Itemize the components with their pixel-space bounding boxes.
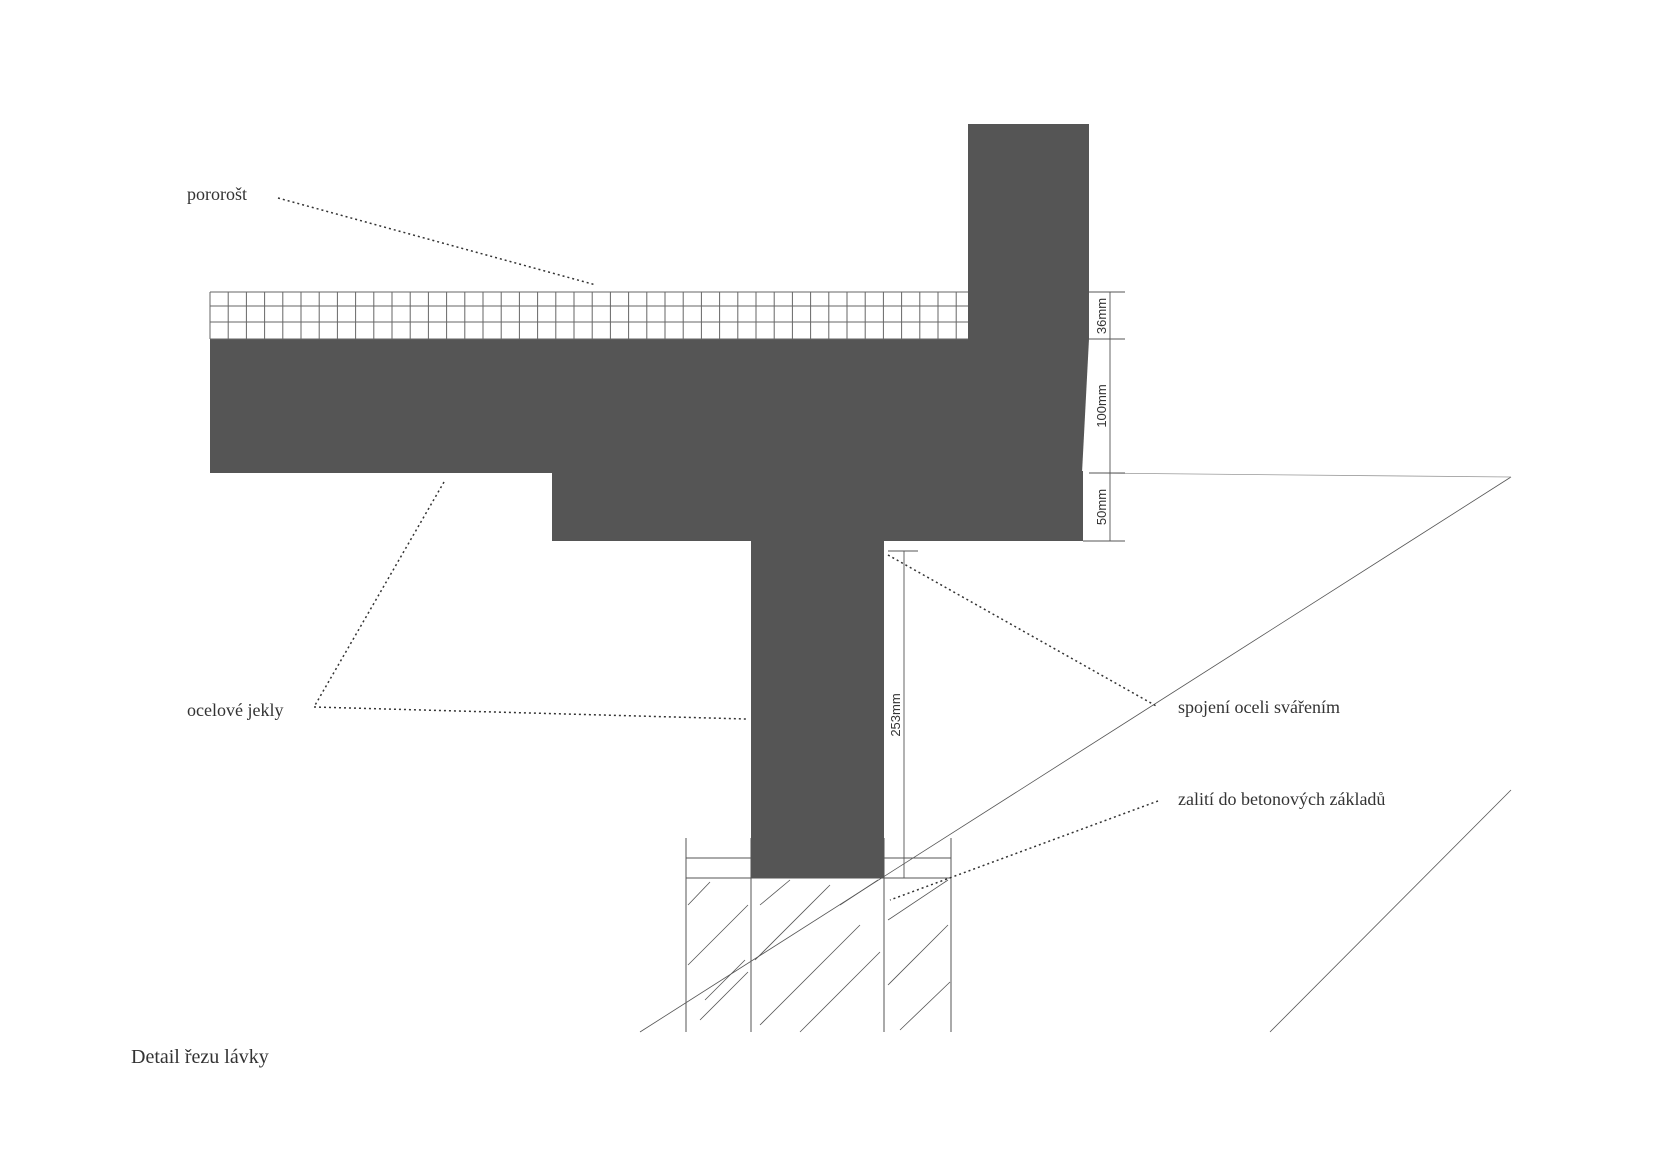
label-grating: pororošt <box>187 184 247 204</box>
upright-post <box>968 124 1089 339</box>
dim-post-height: 253mm <box>888 693 903 736</box>
grating-mesh <box>209 291 968 340</box>
concrete-hatch <box>687 879 951 1033</box>
label-weld: spojení oceli svářením <box>1178 697 1340 717</box>
dim-lower-beam-height: 50mm <box>1094 489 1109 525</box>
dim-beam-height: 100mm <box>1094 384 1109 427</box>
lower-beam <box>552 471 1083 541</box>
label-steel-profiles: ocelové jekly <box>187 700 283 720</box>
main-beam <box>210 339 1089 473</box>
perspective-lines <box>639 472 1512 1033</box>
dimension-lines <box>888 291 1125 878</box>
label-concrete: zalití do betonových základů <box>1178 789 1385 809</box>
dim-grating-thickness: 36mm <box>1094 298 1109 334</box>
steel-structure <box>210 124 1089 878</box>
leader-lines <box>277 197 1159 901</box>
vertical-support <box>751 539 884 878</box>
drawing-title: Detail řezu lávky <box>131 1046 269 1068</box>
